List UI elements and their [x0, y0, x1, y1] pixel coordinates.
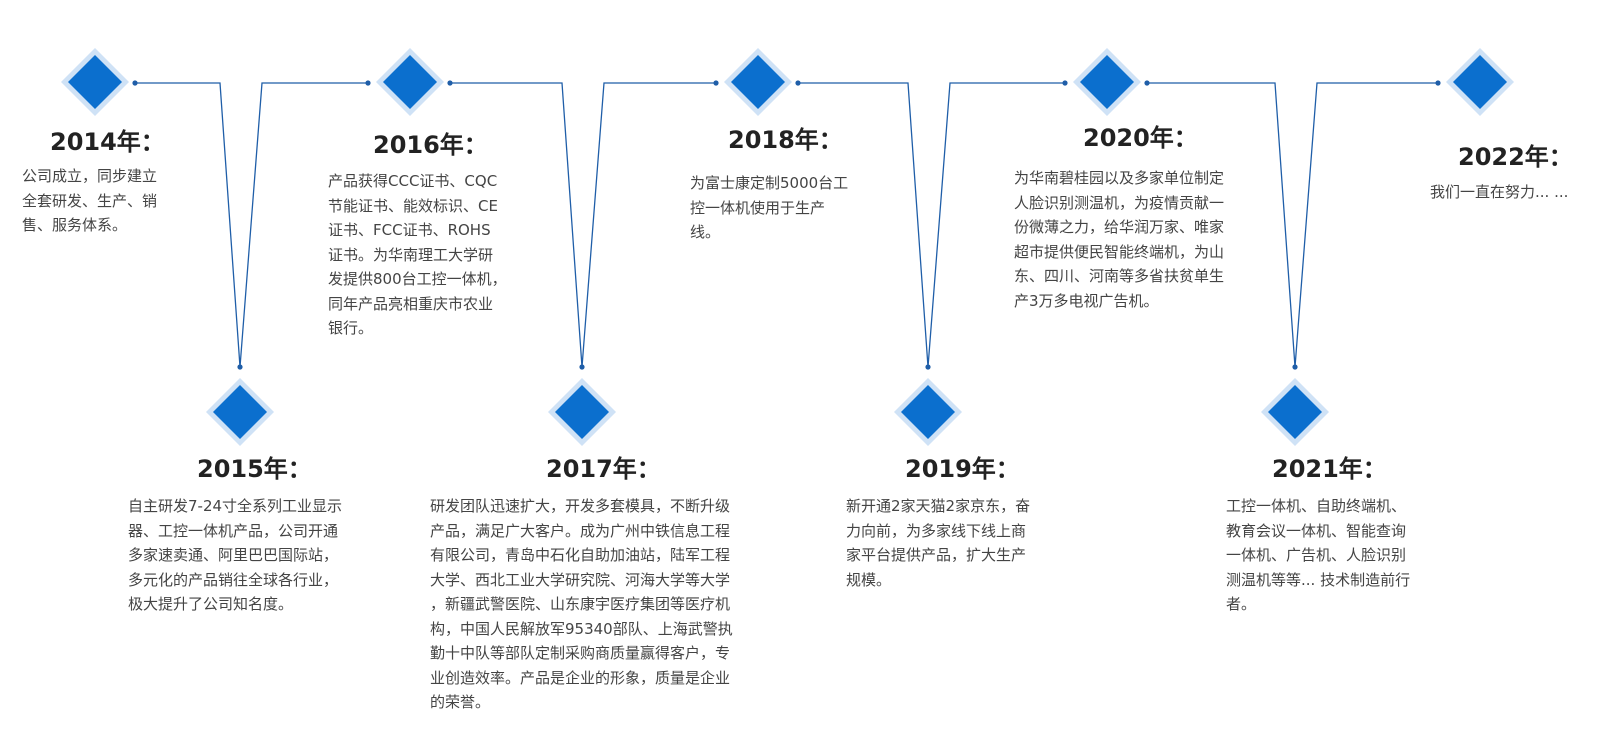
milestone-year: 2022年： [1458, 143, 1573, 171]
milestone-year: 2016年： [373, 131, 488, 159]
connector-dot [579, 364, 585, 370]
milestone-year: 2017年： [546, 455, 661, 483]
connector-dot [1292, 364, 1298, 370]
milestone-description: 新开通2家天猫2家京东，奋 力向前，为多家线下线上商 家平台提供产品，扩大生产 … [846, 497, 1031, 589]
milestone-description: 自主研发7-24寸全系列工业显示 器、工控一体机产品，公司开通 多家速卖通、阿里… [128, 497, 343, 613]
timeline-connector [1144, 80, 1441, 370]
timeline-connectors [132, 80, 1441, 370]
milestone-description: 公司成立，同步建立 全套研发、生产、销 售、服务体系。 [22, 167, 158, 234]
connector-dot [447, 80, 453, 86]
milestone-diamond-icon [376, 48, 444, 116]
connector-dot [925, 364, 931, 370]
milestone-diamond-icon [206, 378, 274, 446]
milestone-year: 2014年： [50, 128, 165, 156]
milestone-year: 2018年： [728, 126, 843, 154]
milestone-diamond-icon [1073, 48, 1141, 116]
milestone-diamond-icon [1261, 378, 1329, 446]
milestone-year: 2020年： [1083, 124, 1198, 152]
milestone-description: 研发团队迅速扩大，开发多套模具，不断升级 产品，满足广大客户。成为广州中铁信息工… [430, 497, 733, 711]
connector-dot [365, 80, 371, 86]
milestone-year: 2021年： [1272, 455, 1387, 483]
timeline-nodes [61, 48, 1514, 446]
connector-dot [713, 80, 719, 86]
connector-dot [237, 364, 243, 370]
milestone-description: 为华南碧桂园以及多家单位制定 人脸识别测温机，为疫情贡献一 份微薄之力，给华润万… [1014, 169, 1225, 310]
milestone-diamond-icon [61, 48, 129, 116]
connector-dot [132, 80, 138, 86]
milestone-description: 产品获得CCC证书、CQC 节能证书、能效标识、CE 证书、FCC证书、ROHS… [328, 172, 507, 337]
connector-dot [1144, 80, 1150, 86]
milestone-year: 2015年： [197, 455, 312, 483]
connector-dot [1062, 80, 1068, 86]
timeline-connector [447, 80, 719, 370]
milestone-description: 我们一直在努力... ... [1430, 183, 1569, 201]
timeline-connector [132, 80, 371, 370]
milestone-diamond-icon [548, 378, 616, 446]
connector-dot [1435, 80, 1441, 86]
milestone-diamond-icon [894, 378, 962, 446]
milestone-diamond-icon [724, 48, 792, 116]
milestone-description: 工控一体机、自助终端机、 教育会议一体机、智能查询 一体机、广告机、人脸识别 测… [1226, 497, 1411, 613]
milestone-description: 为富士康定制5000台工 控一体机使用于生产 线。 [690, 174, 849, 241]
milestone-year: 2019年： [905, 455, 1020, 483]
milestone-diamond-icon [1446, 48, 1514, 116]
timeline-connector [795, 80, 1068, 370]
connector-dot [795, 80, 801, 86]
